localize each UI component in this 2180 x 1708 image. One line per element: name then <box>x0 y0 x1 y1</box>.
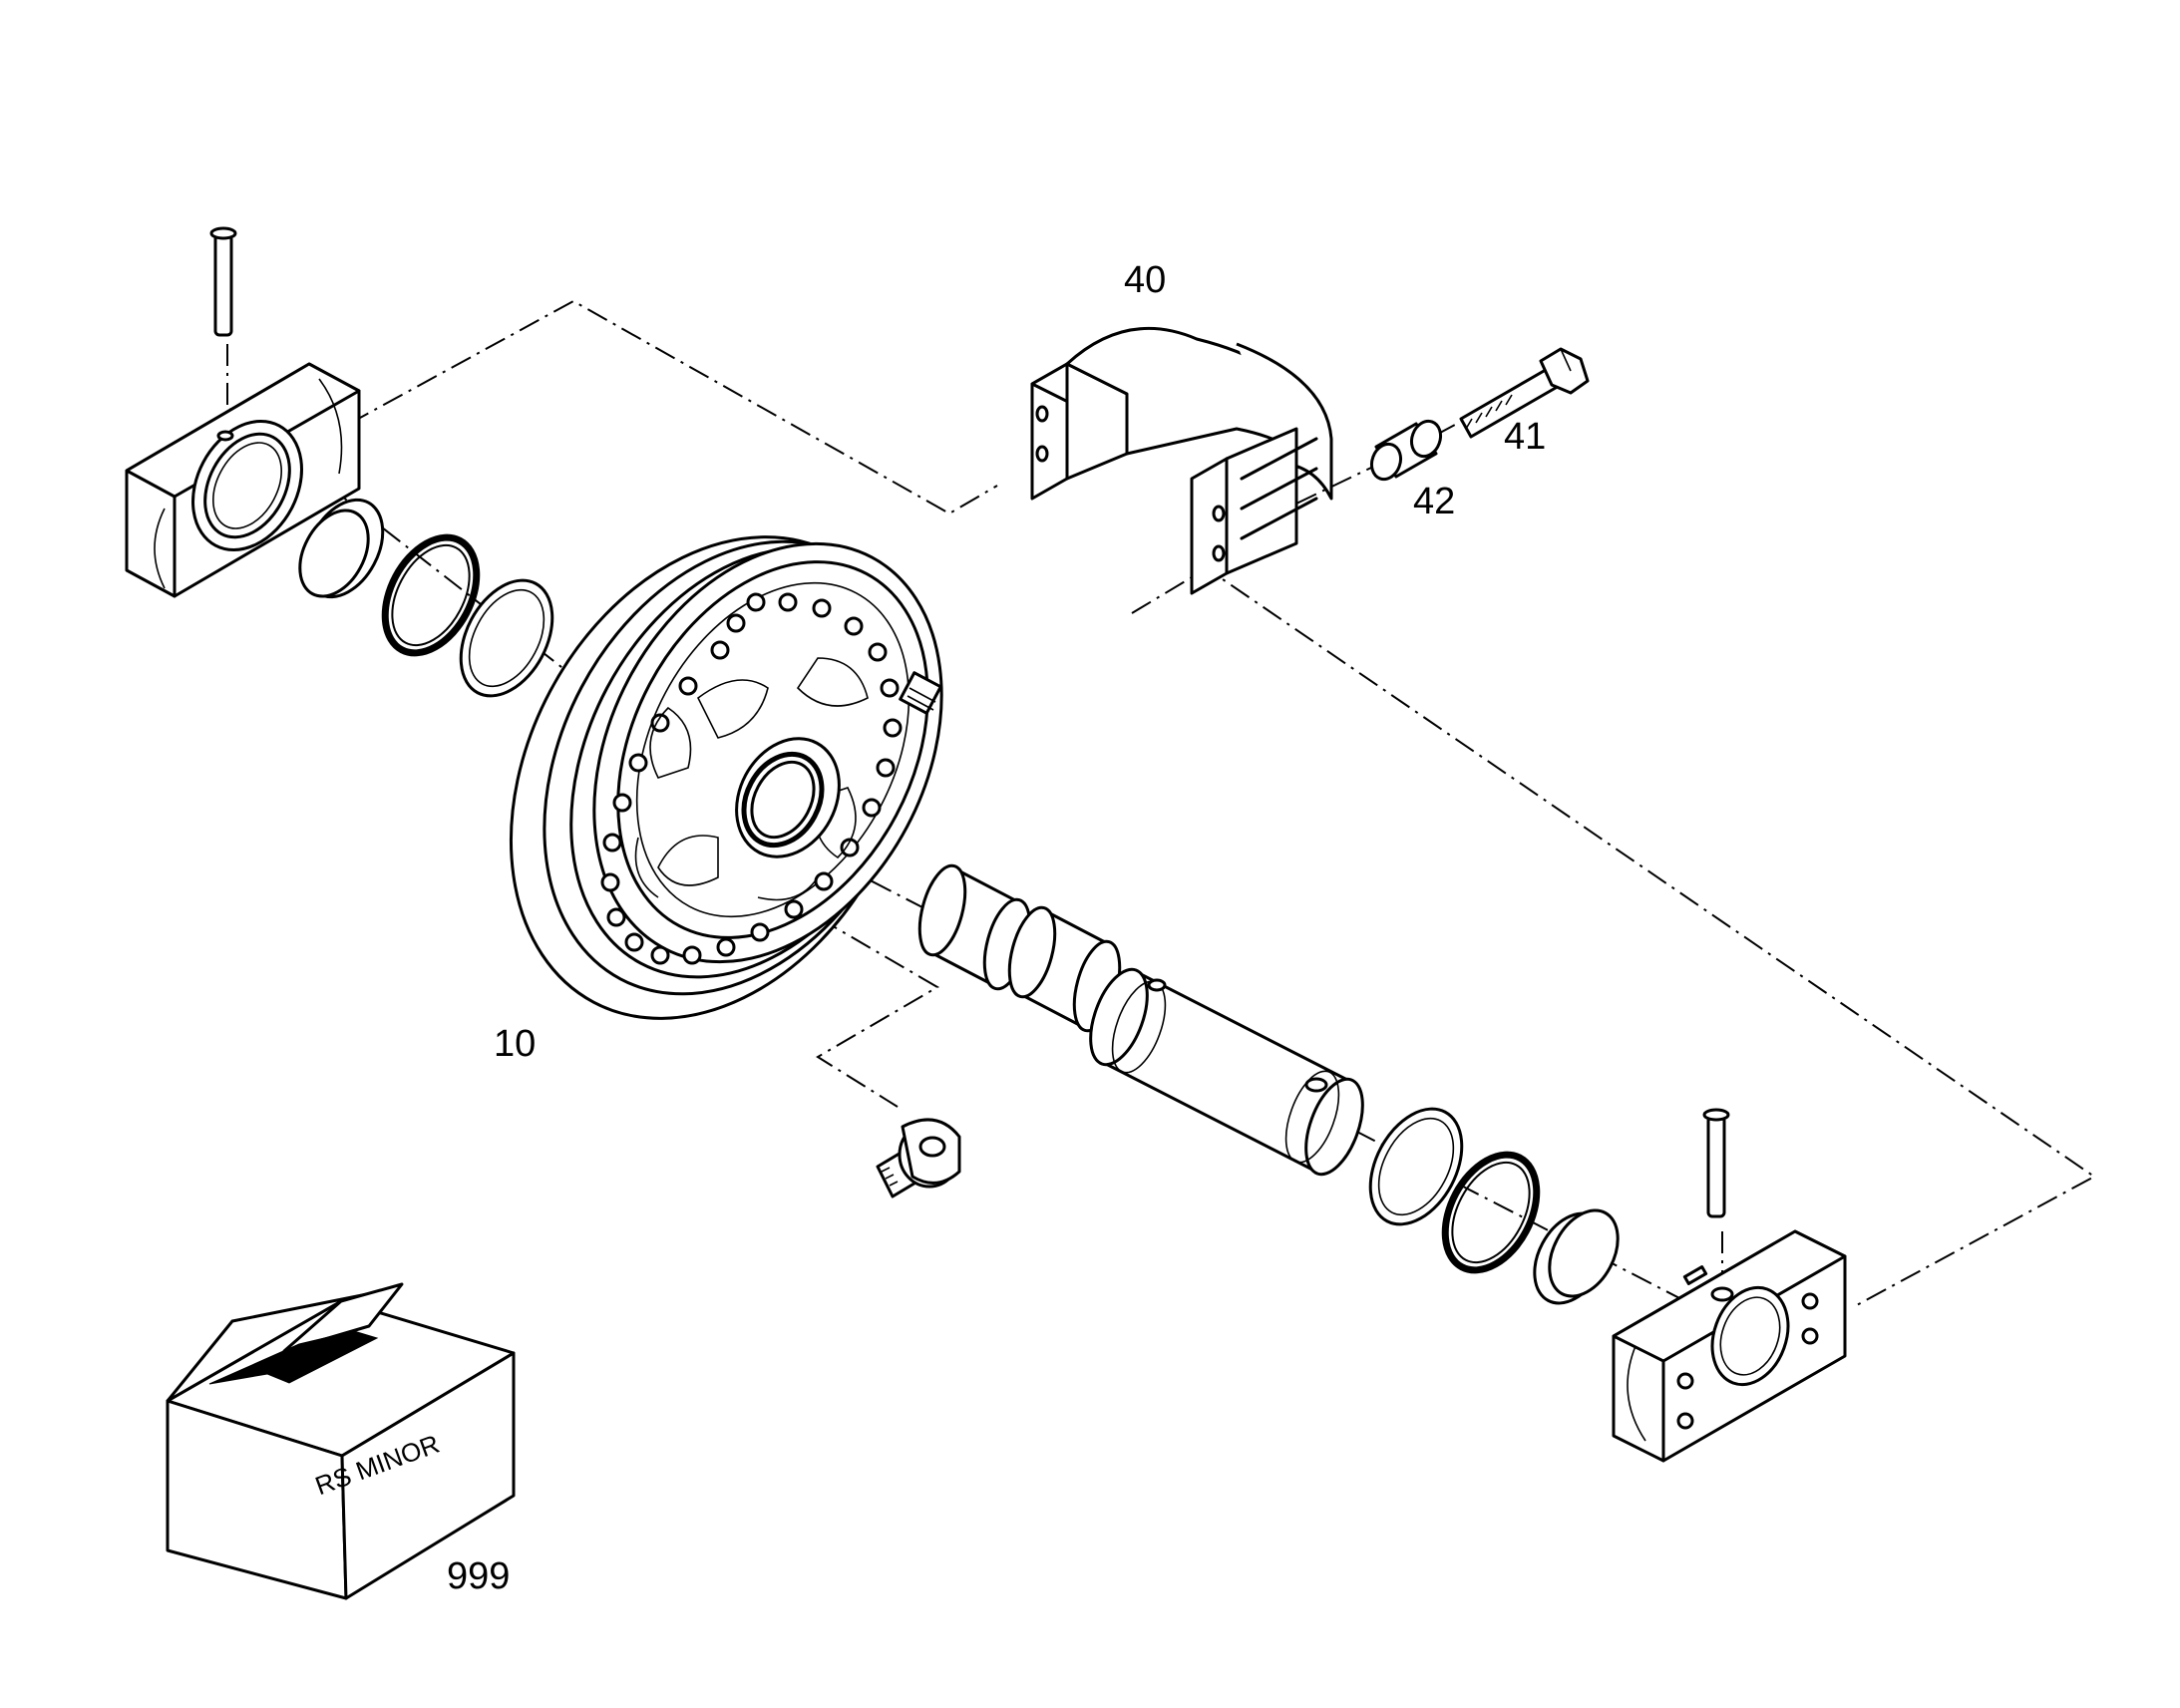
bushing-left <box>917 863 1032 991</box>
right-retaining-pin <box>1702 1108 1730 1218</box>
yoke-bracket <box>1030 326 1333 595</box>
hex-bolt <box>1459 347 1590 439</box>
wheel-bolt-circle <box>600 592 903 965</box>
wheel-web-cutouts <box>634 657 869 901</box>
spacer-sleeve <box>1369 419 1443 482</box>
callout-kit: 999 <box>447 1555 510 1597</box>
idler-shaft <box>1089 967 1364 1177</box>
bushing-right <box>1007 905 1122 1033</box>
cap-screw <box>876 1118 961 1198</box>
right-seal-rings <box>1368 1107 1620 1305</box>
idler-wheel <box>509 535 943 1020</box>
callout-wheel: 10 <box>494 1023 536 1065</box>
left-bearing-block <box>125 362 361 598</box>
right-bearing-block <box>1612 1229 1847 1463</box>
kit-box: RS MINOR <box>166 1282 516 1600</box>
assembly-centerlines <box>226 299 2096 1307</box>
callout-bracket: 40 <box>1124 259 1166 301</box>
left-seal-rings <box>298 498 554 698</box>
callout-bolt: 41 <box>1504 416 1546 458</box>
callout-spacer: 42 <box>1413 481 1455 522</box>
left-retaining-pin <box>209 226 237 337</box>
